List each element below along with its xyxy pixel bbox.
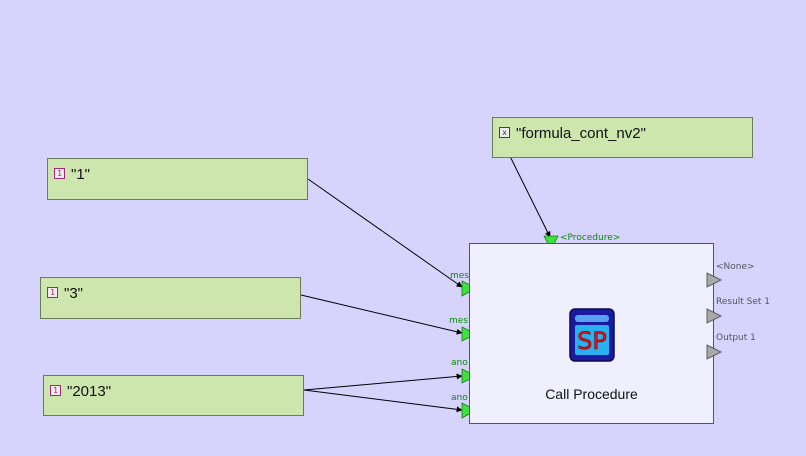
port-label-procedure: <Procedure>	[560, 233, 621, 243]
variable-icon: x	[499, 127, 510, 138]
connection-2013-to-ano-2[interactable]	[303, 389, 463, 413]
constant-node-3[interactable]: 1 "3"	[40, 277, 301, 319]
stored-procedure-icon: SP	[569, 308, 615, 362]
constant-icon: 1	[54, 168, 65, 179]
formula-node[interactable]: x "formula_cont_nv2"	[492, 117, 753, 158]
constant-node-label: "2013"	[67, 383, 112, 400]
port-label-mes-1: mes	[450, 271, 469, 281]
constant-node-label: "1"	[71, 166, 90, 183]
constant-node-label: "3"	[64, 285, 83, 302]
output-label-none: <None>	[716, 262, 755, 272]
connection-1-to-mes[interactable]	[307, 178, 463, 288]
constant-node-1[interactable]: 1 "1"	[47, 158, 308, 200]
connection-2013-to-ano-1[interactable]	[303, 373, 463, 391]
constant-node-2013[interactable]: 1 "2013"	[43, 375, 304, 416]
constant-icon: 1	[47, 287, 58, 298]
procedure-title: Call Procedure	[545, 386, 638, 402]
output-label-result-set: Result Set 1	[716, 297, 771, 307]
port-label-ano-1: ano	[451, 358, 468, 368]
formula-node-label: "formula_cont_nv2"	[516, 125, 646, 142]
call-procedure-node[interactable]: SP Call Procedure	[469, 243, 714, 424]
constant-icon: 1	[50, 385, 61, 396]
stored-procedure-icon-text: SP	[577, 327, 607, 355]
port-label-mes-2: mes	[449, 316, 468, 326]
port-label-ano-2: ano	[451, 393, 468, 403]
output-label-output: Output 1	[716, 333, 756, 343]
connection-3-to-mes[interactable]	[300, 294, 463, 335]
